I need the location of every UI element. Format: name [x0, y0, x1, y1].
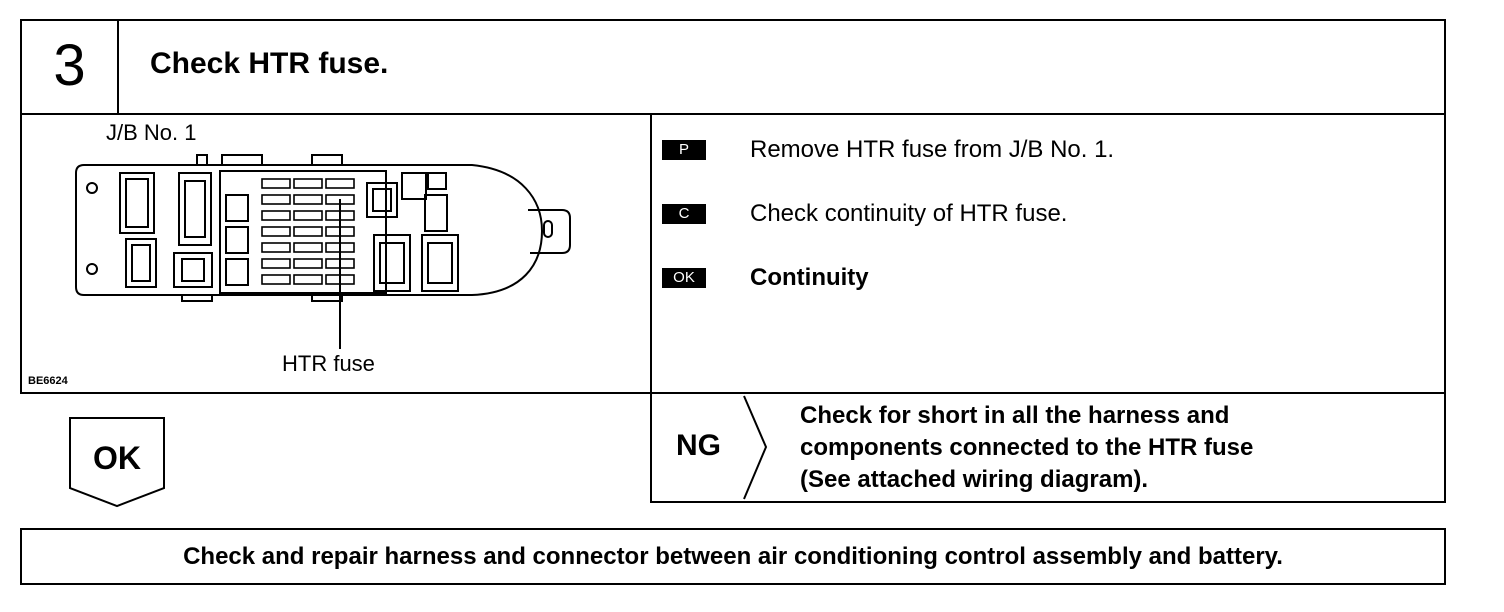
- htr-fuse-label: HTR fuse: [282, 351, 375, 376]
- instruction-text: Check continuity of HTR fuse.: [750, 200, 1068, 227]
- jb-label: J/B No. 1: [106, 120, 197, 145]
- ok-arrow-shape: [69, 417, 165, 508]
- figure-code: BE6624: [28, 375, 68, 387]
- badge-check: C: [662, 204, 706, 224]
- ok-label: OK: [93, 440, 141, 476]
- step-title: Check HTR fuse.: [150, 47, 389, 80]
- badge-procedure: P: [662, 140, 706, 160]
- ng-label: NG: [676, 429, 721, 462]
- next-step-box: [20, 528, 1446, 585]
- step-number-box: [20, 19, 119, 115]
- junction-block-drawing: [75, 154, 571, 349]
- instruction-text: Continuity: [750, 264, 869, 291]
- instruction-text: Remove HTR fuse from J/B No. 1.: [750, 136, 1115, 163]
- step-number: 3: [53, 33, 86, 98]
- ng-text-line: (See attached wiring diagram).: [800, 466, 1149, 493]
- step-header: [20, 19, 1446, 115]
- next-step-text: Check and repair harness and connector b…: [183, 543, 1283, 570]
- ng-text-line: Check for short in all the harness and: [800, 402, 1230, 429]
- badge-ok: OK: [662, 268, 706, 288]
- chevron-right-icon: [743, 395, 768, 500]
- ng-text-line: components connected to the HTR fuse: [800, 434, 1254, 461]
- ng-branch-box: [650, 392, 1446, 503]
- junction-block-diagram: J/B No. 1: [22, 115, 650, 393]
